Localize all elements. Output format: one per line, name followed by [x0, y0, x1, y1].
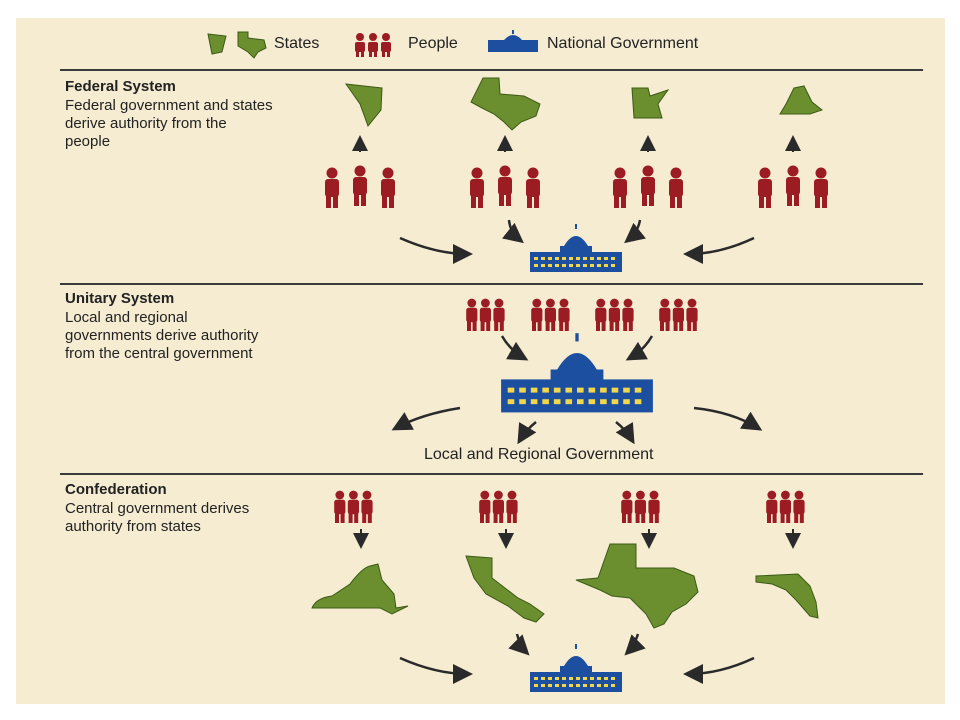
person-icon-group-c1 [334, 491, 372, 523]
federal-up-arrows [352, 135, 801, 152]
state-icon-texas [470, 77, 541, 131]
unitary-description: Local and regional governments derive au… [65, 309, 259, 362]
confederation-description: Central government derives authority fro… [65, 500, 250, 535]
person-icon-group-u4 [659, 299, 697, 331]
person-icon-group-3 [613, 166, 683, 209]
state-icon-new-york [779, 85, 824, 115]
state-icon-nevada [344, 83, 383, 128]
person-icon-group-u3 [595, 299, 633, 331]
federal-states [344, 77, 824, 131]
diagram-panel: States People National Government Federa… [16, 18, 945, 704]
confederation-down-arrows [353, 529, 801, 549]
legend-person-icon [355, 33, 391, 57]
legend: States People National Government [16, 18, 945, 70]
legend-states-label: States [274, 35, 320, 52]
state-icon-new-york-large [311, 563, 409, 615]
local-regional-label: Local and Regional Government [424, 446, 654, 463]
unitary-arrows-in [500, 335, 654, 361]
legend-capitol-icon [488, 30, 538, 52]
state-icon-florida [755, 573, 819, 619]
person-icon-group-1 [325, 166, 395, 209]
person-icon-group-c2 [479, 491, 517, 523]
state-icon-minnesota [631, 87, 670, 119]
confederation-states [311, 543, 819, 629]
diagram-graphics [311, 77, 945, 692]
federal-description: Federal government and states derive aut… [65, 97, 273, 150]
state-icon-texas-large [575, 543, 699, 629]
person-icon-group-u2 [531, 299, 569, 331]
legend-icons [207, 30, 538, 59]
federal-capitol-icon [530, 224, 622, 272]
person-icon-group-c4 [766, 491, 804, 523]
person-icon-group-u1 [466, 299, 504, 331]
person-icon-group-2 [470, 166, 540, 209]
confederation-arrows-to-central [399, 633, 755, 684]
confederation-capitol-icon [530, 644, 622, 692]
unitary-arrows-out [391, 406, 763, 445]
federal-arrows-to-national [399, 219, 755, 264]
unitary-title: Unitary System [65, 290, 175, 307]
person-icon-group-4 [758, 166, 828, 209]
confederation-title: Confederation [65, 481, 167, 498]
divider-bottom [60, 473, 923, 475]
person-icon-group-c3 [621, 491, 659, 523]
legend-people-label: People [408, 35, 458, 52]
confederation-people [334, 491, 804, 523]
federal-people [325, 166, 828, 209]
legend-national-label: National Government [547, 35, 699, 52]
legend-state-icon [207, 31, 267, 59]
state-icon-california [465, 555, 545, 623]
unitary-people [466, 299, 697, 331]
divider-top [60, 69, 923, 71]
unitary-capitol-icon [501, 333, 653, 413]
divider-middle [60, 283, 923, 285]
federal-title: Federal System [65, 78, 176, 95]
